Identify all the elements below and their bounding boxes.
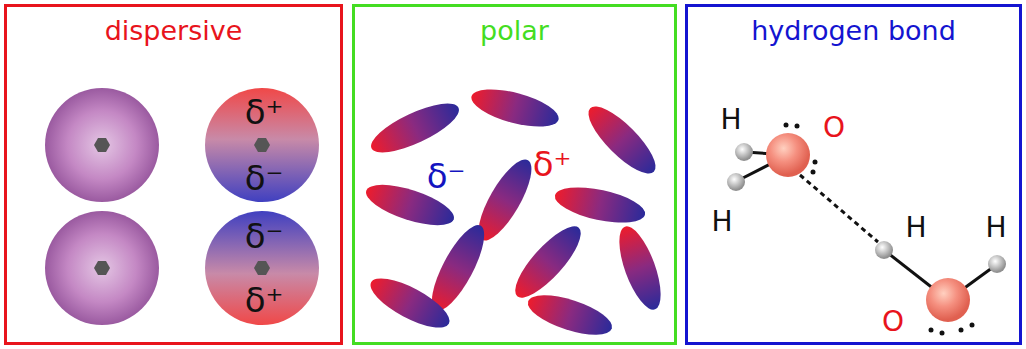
category-panel: dispersive xyxy=(4,4,343,345)
atom-label: O xyxy=(823,114,845,142)
category-panel: polar xyxy=(352,4,677,345)
charge-symbol: δ⁻ xyxy=(245,161,284,195)
charge-symbol: δ⁺ xyxy=(245,283,284,317)
atom-label: H xyxy=(985,214,1006,242)
atom-label: H xyxy=(905,214,926,242)
panel-title: hydrogen bond xyxy=(688,13,1019,49)
charge-symbol: δ⁻ xyxy=(245,219,284,253)
category-panel: hydrogen bond xyxy=(685,4,1022,345)
charge-symbol: δ⁺ xyxy=(245,95,284,129)
atom-label: O xyxy=(882,308,904,336)
charge-symbol: δ⁻ xyxy=(427,159,466,193)
panel-title: polar xyxy=(355,13,674,49)
charge-symbol: δ⁺ xyxy=(533,147,572,181)
atom-label: H xyxy=(711,208,732,236)
atom-label: H xyxy=(720,106,741,134)
panel-title: dispersive xyxy=(7,13,340,49)
